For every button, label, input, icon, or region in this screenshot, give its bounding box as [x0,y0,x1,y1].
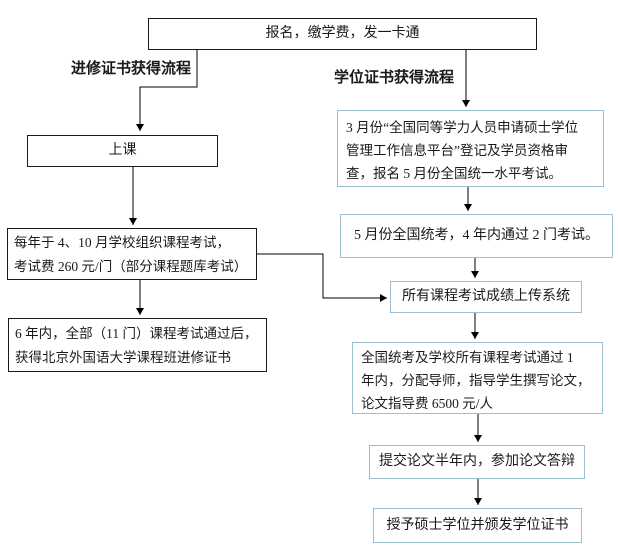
node-text-line: 管理工作信息平台”登记及学员资格审 [346,143,568,158]
flow-node-course-exams: 每年于 4、10 月学校组织课程考试， 考试费 260 元/门（部分课程题库考试… [7,228,257,280]
connector-top-to-left-branch [136,50,198,131]
node-text-line: 全国统考及学校所有课程考试通过 1 [361,350,574,365]
node-text-line: 5 月份全国统考，4 年内通过 2 门考试。 [354,228,599,243]
node-text-line: 每年于 4、10 月学校组织课程考试， [14,235,230,250]
node-text-line: 考试费 260 元/门（部分课程题库考试） [14,259,248,274]
node-text-line: 查，报名 5 月份全国统一水平考试。 [346,166,562,181]
connector-exams-to-upload [257,253,387,302]
node-text-line: 获得北京外国语大学课程班进修证书 [15,350,231,365]
node-text-line: 年内，分配导师，指导学生撰写论文， [361,373,591,388]
node-text-line: 所有课程考试成绩上传系统 [402,289,570,304]
flow-node-enrollment: 报名，缴学费，发一卡通 [148,18,537,50]
left-branch-title: 进修证书获得流程 [71,61,192,77]
node-text-line: 提交论文半年内，参加论文答辩 [379,454,575,469]
flow-node-may-national-exam: 5 月份全国统考，4 年内通过 2 门考试。 [340,214,613,258]
flow-node-attend-class: 上课 [27,135,218,167]
node-text-line: 3 月份“全国同等学力人员申请硕士学位 [346,120,579,135]
flow-node-thesis-defense: 提交论文半年内，参加论文答辩 [369,445,585,479]
flow-node-degree-awarded: 授予硕士学位并颁发学位证书 [373,508,582,543]
node-text-line: 授予硕士学位并颁发学位证书 [386,517,569,533]
flow-node-upload-scores: 所有课程考试成绩上传系统 [390,281,582,313]
node-text-line: 论文指导费 6500 元/人 [361,396,494,411]
flow-node-march-registration: 3 月份“全国同等学力人员申请硕士学位 管理工作信息平台”登记及学员资格审 查，… [337,110,604,187]
node-text-line: 上课 [108,143,137,158]
node-text-line: 6 年内，全部（11 门）课程考试通过后， [15,326,258,341]
node-text-line: 报名，缴学费，发一卡通 [265,26,420,41]
flow-node-study-certificate: 6 年内，全部（11 门）课程考试通过后， 获得北京外国语大学课程班进修证书 [8,318,267,372]
right-branch-title: 学位证书获得流程 [334,70,455,86]
flow-node-thesis-writing: 全国统考及学校所有课程考试通过 1 年内，分配导师，指导学生撰写论文， 论文指导… [352,342,603,414]
